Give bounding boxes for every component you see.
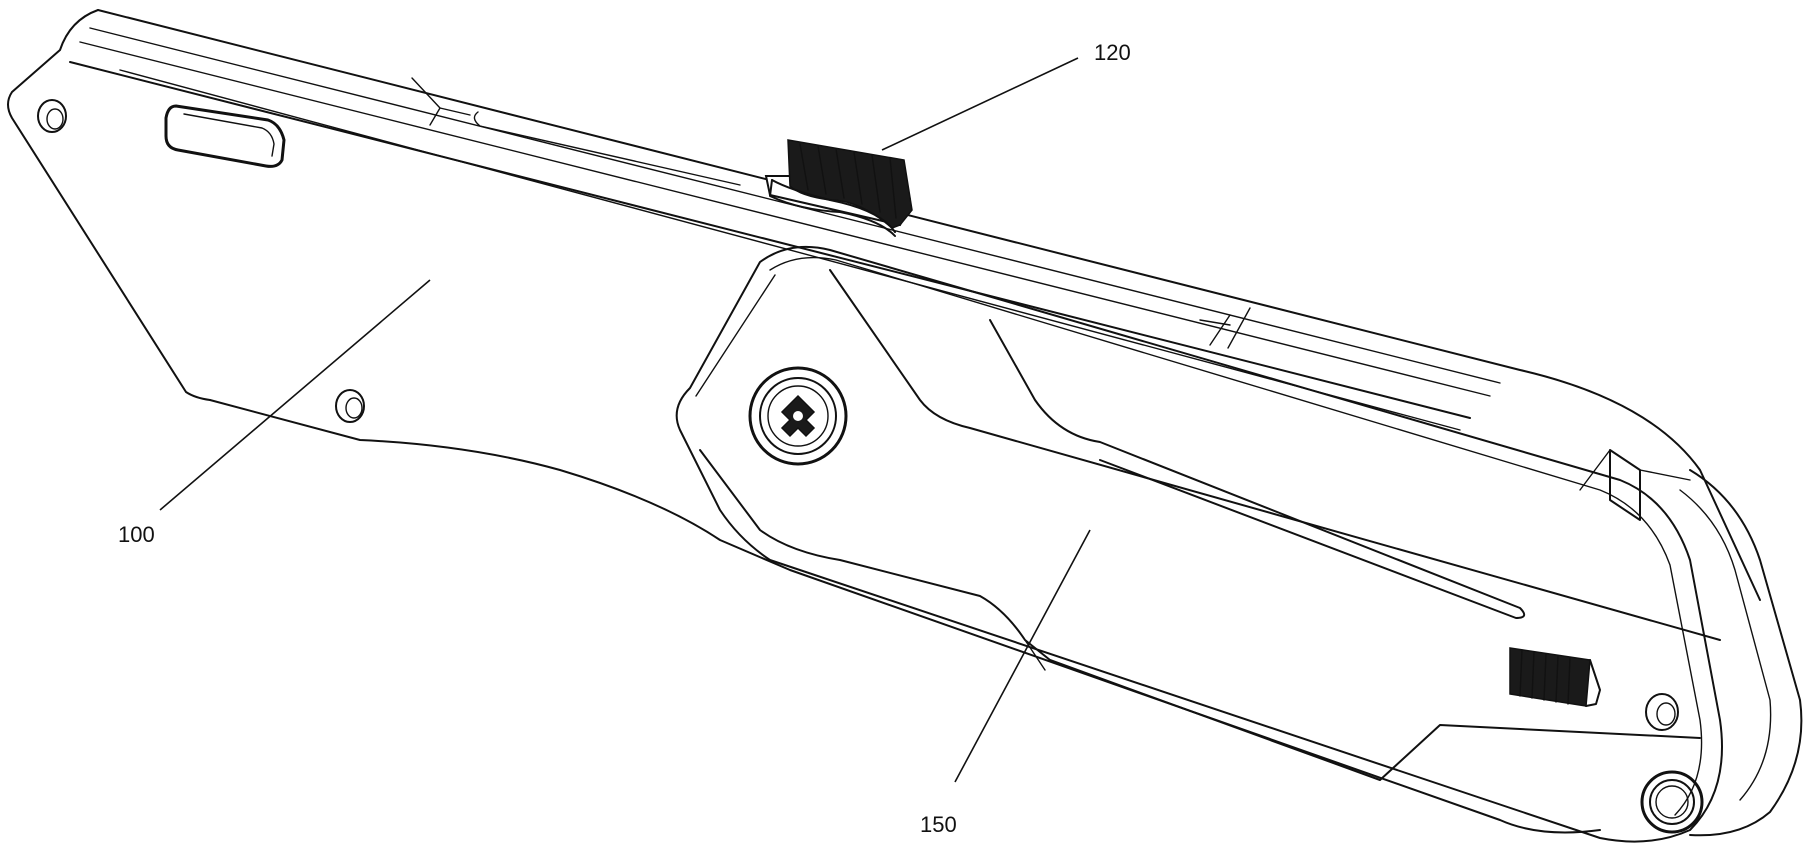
housing-screw-holes xyxy=(37,99,365,423)
front-small-screw xyxy=(1645,693,1679,731)
leader-line-150 xyxy=(954,529,1091,783)
label-120: 120 xyxy=(1094,40,1131,65)
leader-line-120 xyxy=(881,57,1079,151)
housing-body xyxy=(7,9,1803,837)
leader-lines xyxy=(159,57,1091,783)
side-cover xyxy=(675,245,1723,843)
leader-line-100 xyxy=(159,279,431,511)
housing-window xyxy=(164,104,286,168)
thumb-wheel xyxy=(764,139,913,237)
front-boss xyxy=(1640,770,1704,834)
label-150: 150 xyxy=(920,812,957,837)
side-cover-screw xyxy=(748,366,848,466)
label-100: 100 xyxy=(118,522,155,547)
lock-slider xyxy=(1509,647,1601,707)
reference-numerals: 100 120 150 xyxy=(118,40,1131,837)
